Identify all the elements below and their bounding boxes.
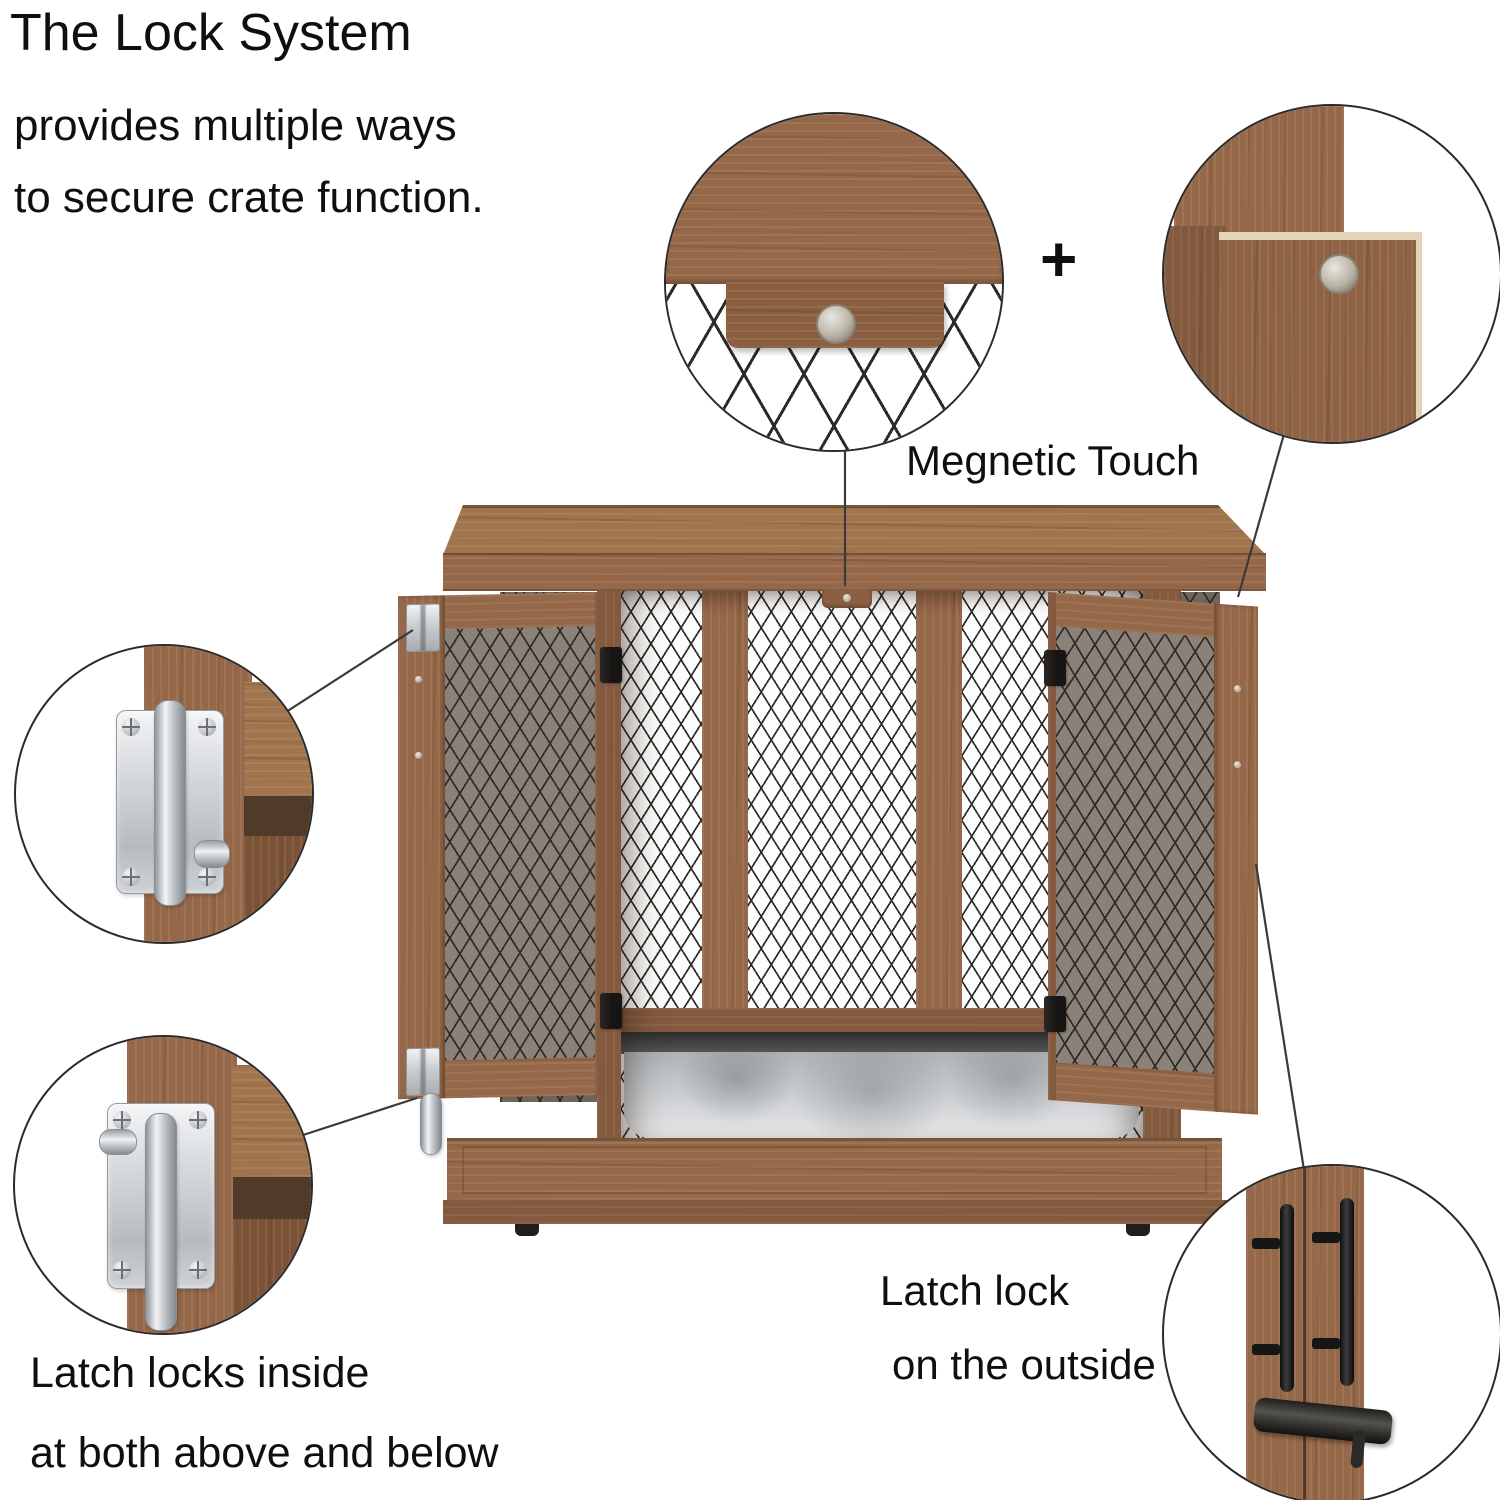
inside-latch-label-line-1: Latch locks inside [30, 1349, 370, 1397]
crate-door-right [1048, 592, 1258, 1115]
callout-circle-magnet-top [664, 112, 1004, 452]
crate-top-front-edge [443, 553, 1266, 591]
plus-sign: + [1040, 223, 1078, 295]
handle-stub-1 [1252, 1238, 1280, 1249]
crate-back-stile-right [916, 590, 962, 1032]
callout-circle-magnet-plate [1162, 104, 1500, 444]
outside-latch-label-line-2: on the outside [892, 1341, 1156, 1388]
door-right-hinge-top [1044, 650, 1066, 686]
outside-latch-door-seam [1303, 1166, 1306, 1500]
door-left-top-latch [406, 603, 440, 653]
door-left-mesh [445, 626, 595, 1061]
door-left-bottom-bolt [420, 1093, 442, 1155]
door-handle-right [1340, 1198, 1354, 1386]
door-left-hinge-top [600, 647, 622, 683]
crate-back-stile-left [702, 590, 748, 1032]
door-right-screw-1 [1234, 685, 1241, 693]
latch-lower-lower-wood [233, 1219, 311, 1333]
door-left-screw-2 [415, 751, 422, 759]
plate-callout-side-shade [1164, 226, 1226, 442]
latch-upper-shelf [244, 682, 312, 796]
door-left-screw-1 [415, 675, 422, 683]
latch-upper-screw-1 [122, 718, 140, 736]
handle-stub-2 [1252, 1344, 1280, 1355]
door-right-hinge-bottom [1044, 996, 1066, 1032]
subtitle-line-2: to secure crate function. [14, 173, 484, 222]
callout-circle-latch-lower [13, 1035, 313, 1335]
latch-lower-screw-4 [189, 1261, 207, 1279]
latch-upper-screw-4 [198, 868, 216, 886]
latch-upper-knob [194, 840, 230, 868]
crate-top-surface [443, 505, 1266, 555]
door-right-free-stile [1214, 603, 1258, 1115]
door-left-free-stile [398, 595, 445, 1100]
latch-upper-notch [244, 796, 312, 836]
latch-upper-screw-3 [122, 868, 140, 886]
page-title: The Lock System [10, 4, 412, 62]
outside-latch-label-line-1: Latch lock [880, 1267, 1070, 1314]
handle-stub-4 [1312, 1338, 1340, 1349]
latch-upper-bolt [154, 700, 186, 906]
door-left-hinge-bottom [600, 993, 622, 1029]
base-panel-outline [462, 1146, 1207, 1194]
latch-lower-screw-1 [113, 1111, 131, 1129]
latch-upper-lower-wood [244, 836, 312, 942]
latch-lower-knob [99, 1129, 137, 1155]
crate-base-rail [447, 1138, 1222, 1200]
latch-lower-notch [233, 1177, 311, 1219]
magnet-dot [843, 594, 851, 602]
latch-lower-screw-2 [189, 1111, 207, 1129]
plate-callout-magnet [1319, 254, 1359, 294]
callout-circle-outside-latch [1162, 1164, 1500, 1500]
door-left-bottom-latch [406, 1047, 440, 1097]
magnet-callout-top-board [666, 114, 1002, 284]
magnet-callout-magnet [816, 304, 856, 344]
door-handle-left [1280, 1204, 1294, 1392]
magnetic-latch-tab [822, 589, 872, 608]
floor-pan-back-edge [618, 1032, 1145, 1054]
latch-lower-bolt [145, 1113, 177, 1331]
latch-upper-screw-2 [198, 718, 216, 736]
door-right-screw-2 [1234, 761, 1241, 769]
handle-stub-3 [1312, 1232, 1340, 1243]
crate-plinth [443, 1200, 1230, 1224]
inside-latch-label-line-2: at both above and below [30, 1429, 499, 1477]
plate-callout-plank [1174, 106, 1344, 234]
crate-door-left [398, 592, 603, 1100]
door-left-bottom-rail [445, 1057, 603, 1099]
crate-foot-left [515, 1224, 539, 1236]
latch-lower-shelf [233, 1065, 311, 1177]
subtitle-line-1: provides multiple ways [14, 101, 457, 150]
plate-callout-panel [1219, 232, 1422, 442]
crate-foot-right [1126, 1224, 1150, 1236]
callout-circle-latch-upper [14, 644, 314, 944]
door-left-top-rail [445, 592, 603, 630]
door-right-mesh [1056, 626, 1214, 1074]
magnetic-touch-label: Megnetic Touch [906, 437, 1200, 484]
latch-lower-screw-3 [113, 1261, 131, 1279]
